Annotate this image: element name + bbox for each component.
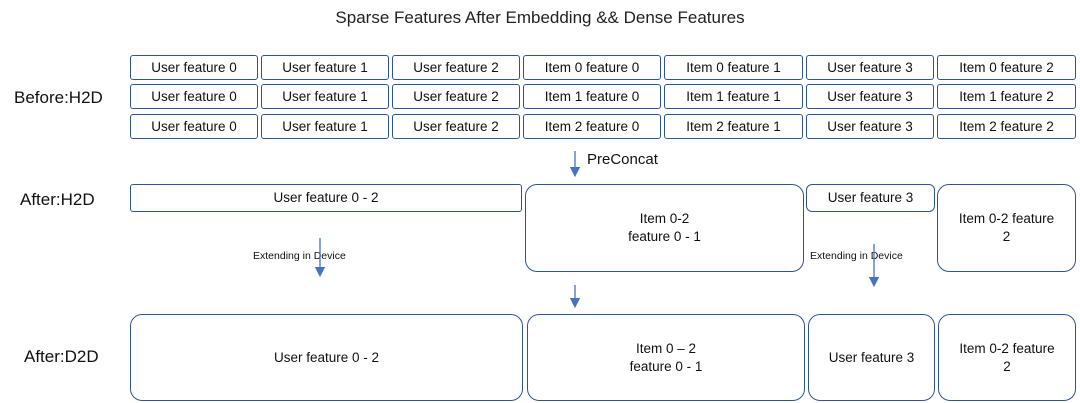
- grid-cell-r1-c4: Item 1 feature 1: [664, 84, 803, 109]
- grid-cell-r2-c0: User feature 0: [130, 114, 258, 139]
- d2d-user-3-box: User feature 3: [808, 314, 935, 401]
- d2d-item-block-box: Item 0 – 2 feature 0 - 1: [527, 314, 805, 401]
- label-after-d2d: After:D2D: [24, 347, 99, 366]
- grid-cell-r0-c0: User feature 0: [130, 55, 258, 80]
- grid-cell-r1-c5: User feature 3: [806, 84, 934, 109]
- preconcat-label: PreConcat: [587, 151, 658, 168]
- grid-cell-r0-c4: Item 0 feature 1: [664, 55, 803, 80]
- d2d-item-f2-box: Item 0-2 feature 2: [938, 314, 1076, 401]
- grid-cell-r1-c3: Item 1 feature 0: [523, 84, 661, 109]
- h2d-user-0-2-box: User feature 0 - 2: [130, 184, 522, 212]
- grid-cell-r2-c2: User feature 2: [392, 114, 520, 139]
- d2d-user-0-2-box: User feature 0 - 2: [130, 314, 523, 401]
- extend-left-note: Extending in Device: [253, 250, 346, 262]
- grid-cell-r2-c6: Item 2 feature 2: [937, 114, 1076, 139]
- grid-cell-r0-c5: User feature 3: [806, 55, 934, 80]
- grid-cell-r2-c5: User feature 3: [806, 114, 934, 139]
- grid-cell-r0-c1: User feature 1: [261, 55, 389, 80]
- grid-cell-r1-c0: User feature 0: [130, 84, 258, 109]
- grid-cell-r0-c6: Item 0 feature 2: [937, 55, 1076, 80]
- grid-cell-r0-c3: Item 0 feature 0: [523, 55, 661, 80]
- grid-cell-r2-c1: User feature 1: [261, 114, 389, 139]
- grid-cell-r0-c2: User feature 2: [392, 55, 520, 80]
- extend-right-note: Extending in Device: [810, 250, 903, 262]
- h2d-item-block-box: Item 0-2 feature 0 - 1: [525, 184, 804, 272]
- grid-cell-r2-c4: Item 2 feature 1: [664, 114, 803, 139]
- label-after-h2d: After:H2D: [20, 190, 95, 209]
- grid-cell-r1-c2: User feature 2: [392, 84, 520, 109]
- grid-cell-r2-c3: Item 2 feature 0: [523, 114, 661, 139]
- h2d-item-f2-box: Item 0-2 feature 2: [937, 184, 1076, 272]
- h2d-user-3-box: User feature 3: [806, 184, 935, 212]
- grid-cell-r1-c6: Item 1 feature 2: [937, 84, 1076, 109]
- grid-cell-r1-c1: User feature 1: [261, 84, 389, 109]
- diagram-title: Sparse Features After Embedding && Dense…: [335, 8, 745, 27]
- label-before-h2d: Before:H2D: [14, 88, 103, 107]
